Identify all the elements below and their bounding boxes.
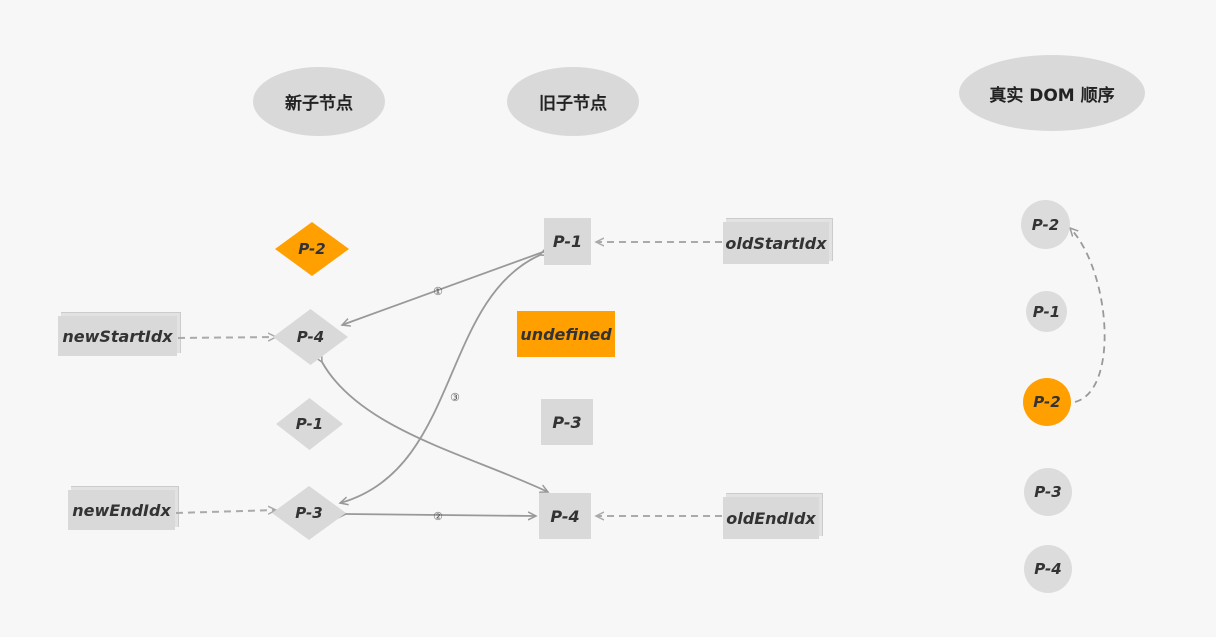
pointer-arrow-new-end bbox=[175, 510, 276, 513]
pointer-old-end: oldEndIdx bbox=[723, 493, 823, 539]
new-node-p3-label: P-3 bbox=[295, 504, 323, 522]
dom-node-p4-label: P-4 bbox=[1034, 560, 1062, 578]
old-node-p4-label: P-4 bbox=[550, 506, 580, 526]
dom-node-p2-moved: P-2 bbox=[1023, 378, 1071, 426]
dom-node-p1: P-1 bbox=[1026, 291, 1067, 332]
new-node-p1-label: P-1 bbox=[295, 415, 324, 433]
new-node-p3: P-3 bbox=[272, 486, 346, 540]
header-old-children-label: 旧子节点 bbox=[539, 94, 607, 114]
dom-node-p1-label: P-1 bbox=[1032, 302, 1061, 321]
new-node-p2: P-2 bbox=[275, 222, 349, 276]
new-node-p4-label: P-4 bbox=[296, 328, 325, 346]
pointer-new-end: newEndIdx bbox=[68, 486, 179, 530]
pointer-arrow-new-start bbox=[177, 337, 276, 338]
pointer-old-end-label: oldEndIdx bbox=[726, 508, 816, 528]
new-node-p1: P-1 bbox=[276, 398, 343, 450]
pointer-old-start: oldStartIdx bbox=[723, 218, 833, 264]
edge-label-1: ① bbox=[433, 285, 443, 298]
edge-label-2: ② bbox=[433, 510, 443, 523]
pointer-new-start: newStartIdx bbox=[58, 312, 181, 356]
old-node-undefined-label: undefined bbox=[520, 324, 612, 344]
dom-node-p2-top: P-2 bbox=[1021, 200, 1070, 249]
header-new-children: 新子节点 bbox=[253, 67, 385, 136]
dom-node-p3: P-3 bbox=[1024, 468, 1072, 516]
header-real-dom-order-label: 真实 DOM 顺序 bbox=[989, 85, 1115, 106]
edge-label-3: ③ bbox=[450, 391, 460, 404]
header-real-dom-order: 真实 DOM 顺序 bbox=[959, 55, 1145, 131]
old-node-p1-label: P-1 bbox=[552, 232, 583, 251]
dom-node-p2-top-label: P-2 bbox=[1031, 215, 1060, 234]
new-node-p2-label: P-2 bbox=[298, 240, 326, 258]
old-node-undefined: undefined bbox=[517, 311, 615, 357]
dom-node-p4: P-4 bbox=[1024, 545, 1072, 593]
dom-node-p3-label: P-3 bbox=[1034, 483, 1062, 501]
dom-move-edge bbox=[1070, 228, 1106, 403]
header-new-children-label: 新子节点 bbox=[285, 94, 353, 114]
old-node-p3: P-3 bbox=[541, 399, 593, 445]
pointer-new-end-label: newEndIdx bbox=[72, 500, 171, 520]
pointer-new-start-label: newStartIdx bbox=[62, 326, 173, 346]
old-node-p3-label: P-3 bbox=[552, 412, 582, 432]
header-old-children: 旧子节点 bbox=[507, 67, 639, 136]
dom-node-p2-moved-label: P-2 bbox=[1033, 393, 1061, 411]
old-node-p1: P-1 bbox=[544, 218, 591, 265]
compare-edge-2 bbox=[346, 514, 536, 516]
match-edge-p4 bbox=[322, 362, 548, 492]
old-node-p4: P-4 bbox=[539, 493, 591, 539]
pointer-old-start-label: oldStartIdx bbox=[725, 233, 827, 253]
new-node-p4: P-4 bbox=[273, 309, 348, 365]
